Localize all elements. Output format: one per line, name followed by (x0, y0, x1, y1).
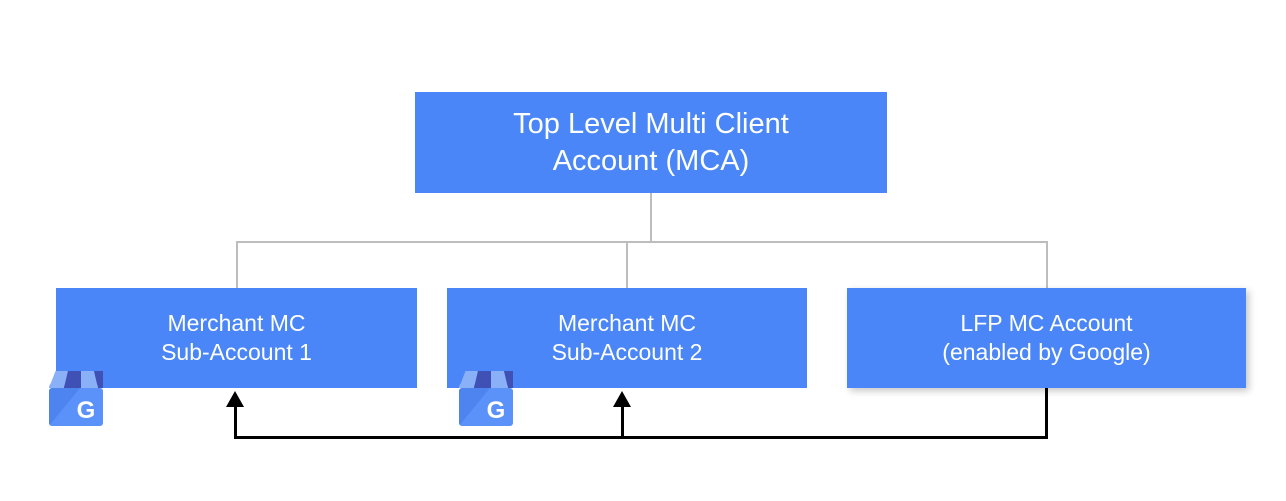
svg-text:G: G (77, 397, 96, 424)
flow-line-lfp-to-sub-accounts (234, 436, 1048, 439)
svg-text:G: G (487, 397, 506, 424)
node-merchant-mc-sub-account-2-label: Merchant MC Sub-Account 2 (551, 310, 703, 365)
flow-riser-sub-account-1 (234, 404, 237, 439)
connector-drop-lfp-account (1046, 241, 1048, 289)
node-merchant-mc-sub-account-1[interactable]: Merchant MC Sub-Account 1 (56, 288, 417, 388)
connector-drop-sub-account-2 (626, 241, 628, 289)
node-top-level-mca-label: Top Level Multi Client Account (MCA) (513, 108, 789, 177)
connector-drop-sub-account-1 (236, 241, 238, 289)
arrowhead-sub-account-2 (613, 391, 631, 407)
connector-horizontal-bar (236, 241, 1048, 243)
node-top-level-mca[interactable]: Top Level Multi Client Account (MCA) (415, 92, 887, 193)
node-lfp-mc-account-label: LFP MC Account (enabled by Google) (942, 310, 1151, 365)
google-business-profile-icon: G (40, 362, 112, 434)
connector-top-stem (650, 193, 652, 242)
flow-riser-sub-account-2 (621, 404, 624, 439)
node-merchant-mc-sub-account-1-label: Merchant MC Sub-Account 1 (161, 310, 312, 365)
node-lfp-mc-account[interactable]: LFP MC Account (enabled by Google) (847, 288, 1246, 388)
google-business-profile-icon: G (450, 362, 522, 434)
arrowhead-sub-account-1 (226, 391, 244, 407)
flow-riser-lfp (1045, 380, 1048, 439)
